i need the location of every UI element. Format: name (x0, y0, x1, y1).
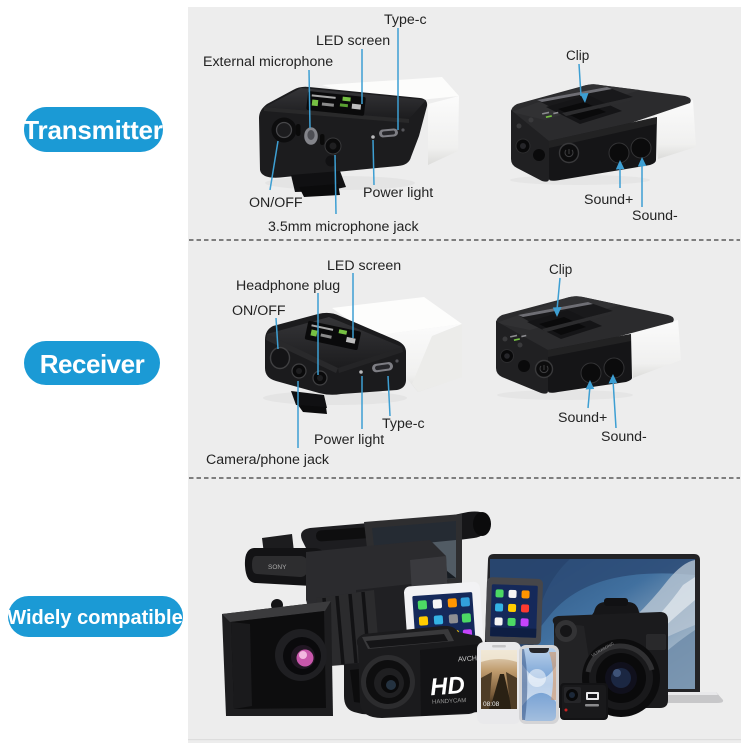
svg-text:Receiver: Receiver (40, 349, 145, 379)
svg-text:Sound+: Sound+ (558, 410, 607, 426)
svg-text:Power light: Power light (314, 432, 384, 448)
svg-text:ON/OFF: ON/OFF (232, 303, 286, 319)
svg-text:LED screen: LED screen (316, 33, 390, 49)
svg-text:AVCHD: AVCHD (458, 655, 482, 664)
svg-text:External microphone: External microphone (203, 54, 333, 70)
svg-text:Headphone plug: Headphone plug (236, 278, 340, 294)
svg-text:LED screen: LED screen (327, 258, 401, 274)
svg-text:Type-c: Type-c (382, 416, 425, 432)
svg-text:3.5mm microphone jack: 3.5mm microphone jack (268, 219, 420, 235)
svg-text:HANDYCAM: HANDYCAM (432, 698, 467, 706)
svg-text:Transmitter: Transmitter (23, 115, 162, 145)
svg-text:Power light: Power light (363, 185, 433, 201)
svg-text:Sound-: Sound- (632, 208, 678, 224)
svg-text:08:08: 08:08 (483, 701, 500, 708)
svg-text:HD: HD (429, 672, 465, 701)
svg-text:Type-c: Type-c (384, 12, 427, 28)
svg-text:Widely compatible: Widely compatible (7, 607, 182, 629)
svg-text:ON/OFF: ON/OFF (249, 195, 303, 211)
svg-text:Sound+: Sound+ (584, 192, 633, 208)
svg-text:Clip: Clip (566, 48, 589, 63)
svg-text:Camera/phone jack: Camera/phone jack (206, 452, 330, 468)
svg-text:SONY: SONY (268, 564, 287, 571)
svg-text:Sound-: Sound- (601, 429, 647, 445)
svg-text:Clip: Clip (549, 262, 572, 277)
